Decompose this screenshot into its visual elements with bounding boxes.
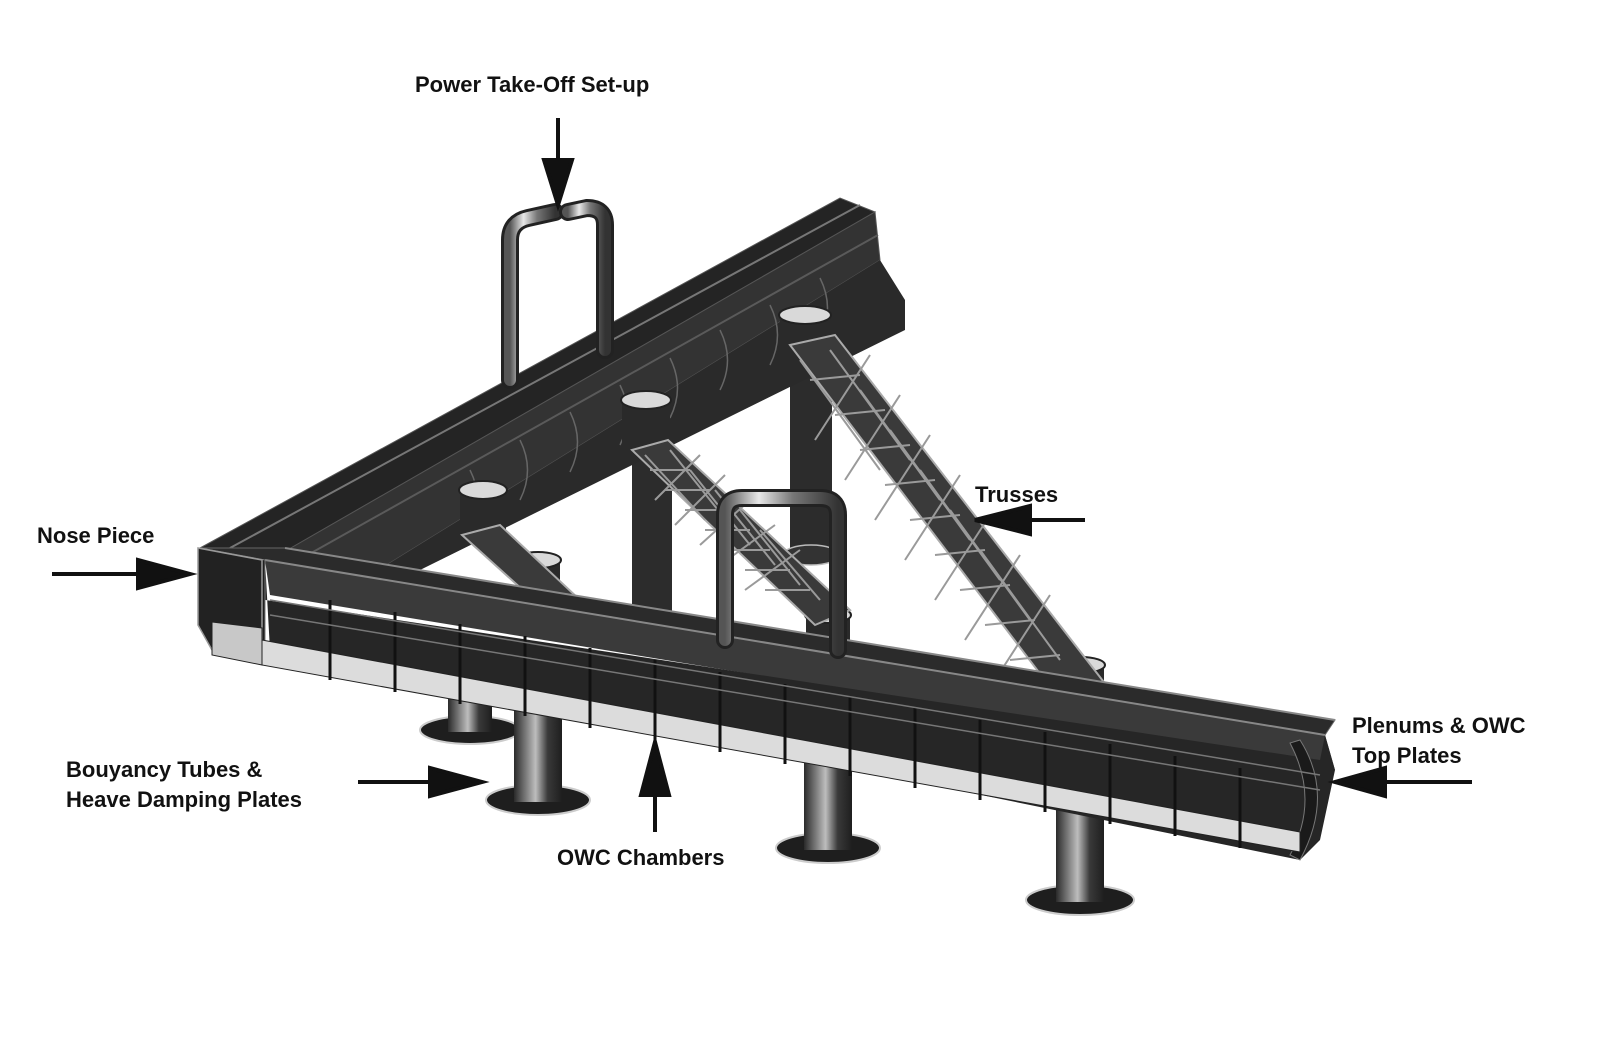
label-trusses: Trusses — [975, 482, 1059, 507]
trusses-group — [459, 333, 1112, 702]
power-take-off-pipes — [501, 198, 847, 659]
label-power-take-off: Power Take-Off Set-up — [415, 72, 650, 97]
front-arm — [197, 547, 1336, 861]
owc-strip — [261, 639, 1301, 853]
label-buoyancy-line1: Bouyancy Tubes & — [66, 757, 263, 782]
label-plenums-line2: Top Plates — [1352, 743, 1462, 768]
label-buoyancy-line2: Heave Damping Plates — [66, 787, 302, 812]
label-nose-piece: Nose Piece — [37, 523, 155, 548]
annotation-arrows — [52, 118, 1472, 832]
label-plenums-line1: Plenums & OWC — [1352, 713, 1526, 738]
label-owc-chambers: OWC Chambers — [557, 845, 725, 870]
